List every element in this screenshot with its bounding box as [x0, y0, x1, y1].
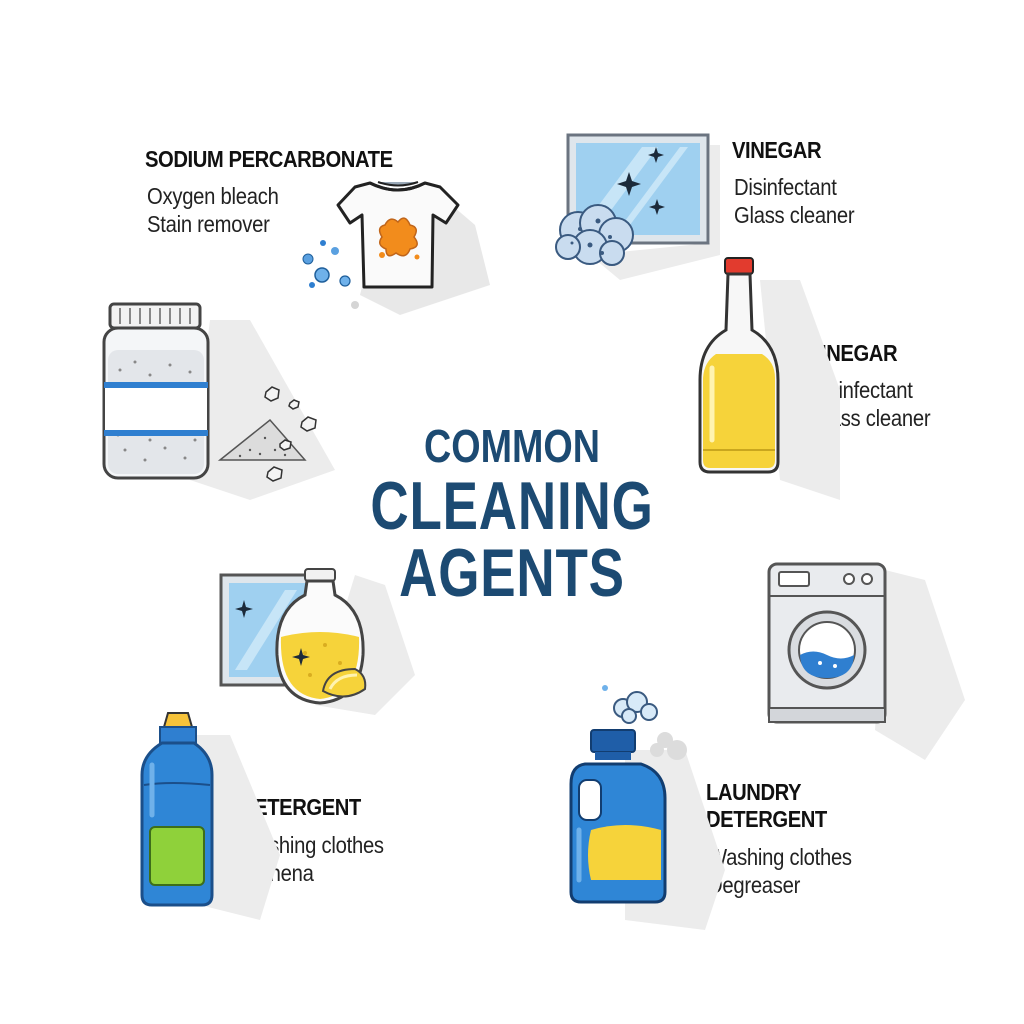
agent-use: Oxygen bleach: [147, 183, 279, 209]
agent-use: Degreaser: [708, 872, 801, 898]
powder-jar-icon: [102, 302, 335, 500]
diagram-title: COMMON CLEANING AGENTS: [312, 420, 712, 611]
title-line-1: COMMON: [423, 420, 600, 472]
agent-use: Glass cleaner: [734, 202, 855, 228]
agent-uses-sodium-percarbonate: Oxygen bleach Stain remover: [147, 182, 279, 238]
agent-use: Washing clothes: [708, 844, 852, 870]
tshirt-stain-icon: [302, 181, 490, 315]
washing-machine-icon: [767, 562, 965, 760]
window-sponge-icon: [555, 133, 720, 280]
agent-uses-vinegar-window: Disinfectant Glass cleaner: [734, 173, 855, 229]
agent-name-line: LAUNDRY: [706, 779, 802, 805]
agent-name-laundry-detergent: LAUNDRY DETERGENT: [706, 779, 827, 833]
agent-use: Disinfectant: [734, 174, 837, 200]
laundry-jug-icon: [569, 685, 725, 930]
agent-name-line: DETERGENT: [706, 806, 827, 832]
agent-use: Stain remover: [147, 211, 270, 237]
agent-name-sodium-percarbonate: SODIUM PERCARBONATE: [145, 146, 393, 172]
lemon-window-icon: [219, 568, 415, 715]
vinegar-bottle-icon: [698, 257, 840, 500]
agent-uses-laundry-detergent: Washing clothes Degreaser: [708, 843, 852, 899]
detergent-bottle-icon: [140, 712, 280, 920]
title-line-2: CLEANING: [370, 468, 654, 544]
agent-name-vinegar-window: VINEGAR: [732, 137, 822, 163]
title-line-3: AGENTS: [399, 535, 625, 611]
